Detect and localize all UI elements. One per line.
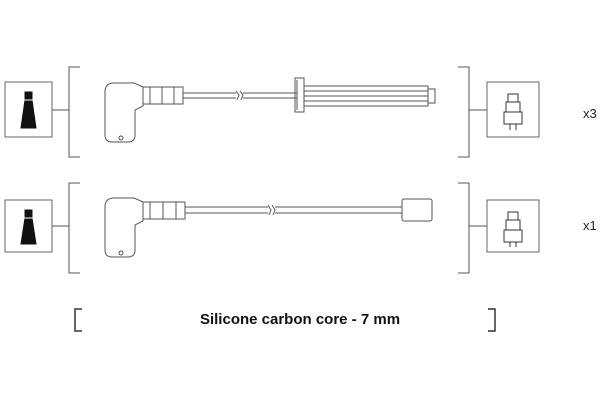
lead-wire [185, 204, 402, 216]
caption-brackets [74, 308, 496, 332]
right-bracket [458, 182, 470, 274]
straight-terminal-boot [401, 198, 433, 222]
spark-plug-connector-icon [4, 199, 53, 253]
lead-row-top [4, 66, 540, 158]
distributor-connector-icon [486, 81, 540, 138]
left-bracket [68, 66, 80, 158]
ribbed-terminal-boot [294, 77, 436, 113]
lead-wire [183, 90, 297, 101]
left-bracket [68, 182, 80, 274]
lead-row-bottom [4, 182, 540, 274]
spark-plug-connector-icon [4, 81, 53, 138]
angled-boot [104, 82, 184, 143]
distributor-connector-icon [486, 199, 540, 253]
right-bracket [458, 66, 470, 158]
caption: Silicone carbon core - 7 mm [199, 311, 401, 328]
angled-boot [104, 197, 186, 258]
quantity-label-top: x3 [583, 106, 597, 121]
quantity-label-bottom: x1 [583, 218, 597, 233]
